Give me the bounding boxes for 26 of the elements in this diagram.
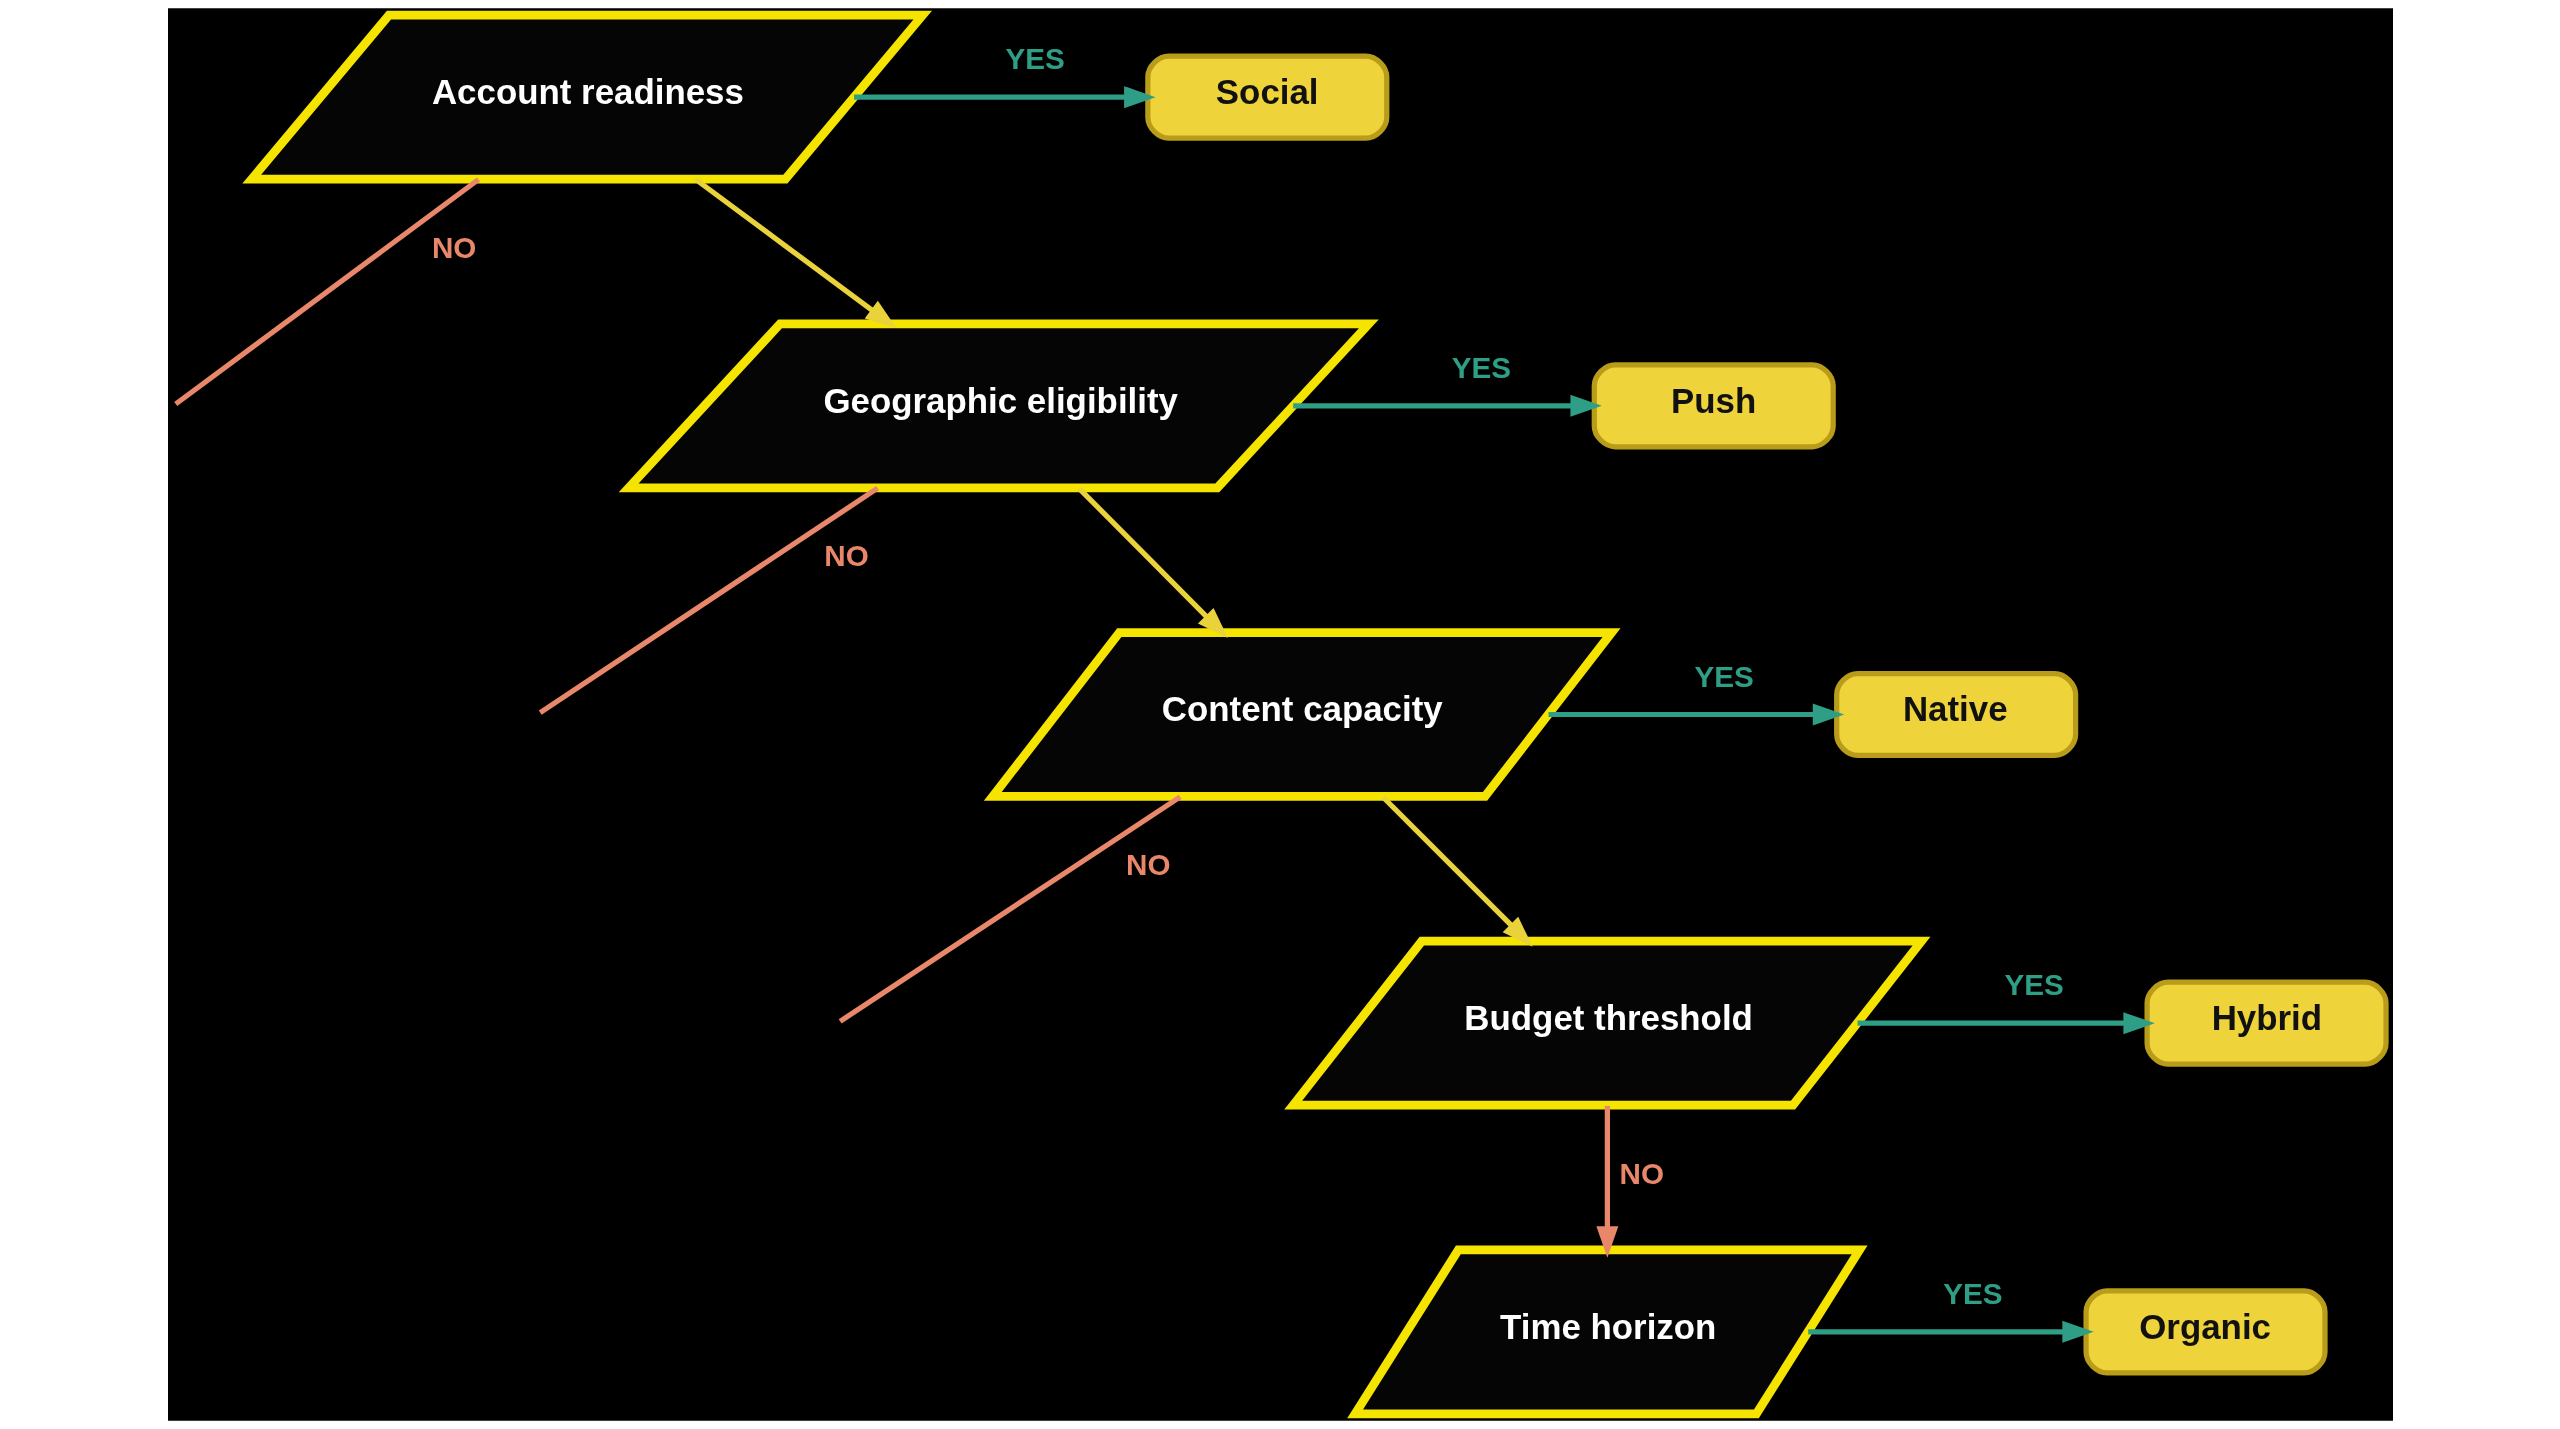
arrow <box>1595 1105 1618 1258</box>
connector <box>538 486 879 715</box>
node-box: Organic <box>2082 1288 2328 1376</box>
arrow <box>693 177 897 329</box>
arrow <box>1807 1320 2094 1343</box>
edge-label: YES <box>2004 968 2064 1002</box>
arrow <box>853 86 1156 109</box>
edge-label: YES <box>1942 1277 2002 1311</box>
node-box: Social <box>1144 53 1389 141</box>
edge-label: NO <box>431 230 476 264</box>
edge-label: NO <box>1125 848 1170 882</box>
connector <box>838 794 1182 1024</box>
arrow <box>1380 795 1533 947</box>
node-box: Hybrid <box>2144 979 2389 1067</box>
edge-label: NO <box>1619 1156 1664 1190</box>
node-box: Push <box>1591 362 1836 450</box>
edge-label: YES <box>1004 42 1065 76</box>
arrow <box>1548 703 1844 726</box>
edge-label: YES <box>1694 659 1754 693</box>
edge-label: NO <box>823 539 869 573</box>
arrow <box>1076 486 1228 639</box>
edge-label: YES <box>1451 351 1511 385</box>
arrow <box>1292 394 1602 417</box>
connector <box>173 177 480 407</box>
node-box: Native <box>1833 670 2078 759</box>
arrow <box>1857 1012 2155 1035</box>
